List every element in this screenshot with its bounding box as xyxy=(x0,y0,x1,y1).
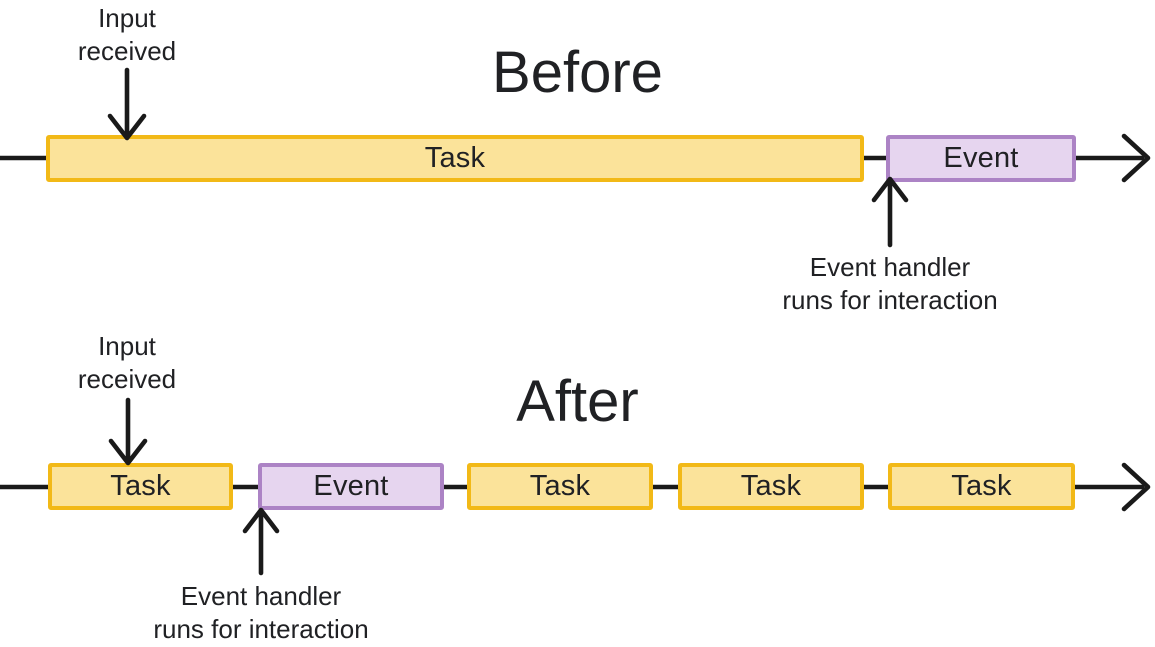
after-task-bar-3: Task xyxy=(678,463,864,510)
before-event-handler-label: Event handler runs for interaction xyxy=(782,252,998,316)
after-event-handler-label: Event handler runs for interaction xyxy=(153,581,369,645)
after-handler-arrow-icon xyxy=(242,507,280,576)
after-task-bar-2-label: Task xyxy=(529,470,591,502)
before-timeline-arrowhead-icon xyxy=(1121,133,1151,183)
after-event-bar: Event xyxy=(258,463,444,510)
before-event-bar-label: Event xyxy=(943,142,1019,174)
before-handler-arrow-icon xyxy=(871,176,909,248)
after-task-bar-1: Task xyxy=(48,463,233,510)
after-title: After xyxy=(516,369,639,434)
after-timeline-arrowhead-icon xyxy=(1121,462,1151,512)
after-task-bar-4: Task xyxy=(888,463,1075,510)
before-event-bar: Event xyxy=(886,135,1076,182)
after-input-received-label: Input received xyxy=(77,331,177,395)
before-task-bar: Task xyxy=(46,135,864,182)
after-task-bar-2: Task xyxy=(467,463,653,510)
after-event-bar-label: Event xyxy=(313,470,389,502)
before-task-bar-label: Task xyxy=(424,142,486,174)
after-task-bar-4-label: Task xyxy=(951,470,1012,502)
before-title: Before xyxy=(492,40,663,105)
after-task-bar-1-label: Task xyxy=(110,470,171,502)
after-task-bar-3-label: Task xyxy=(740,470,802,502)
before-input-received-label: Input received xyxy=(77,3,177,67)
